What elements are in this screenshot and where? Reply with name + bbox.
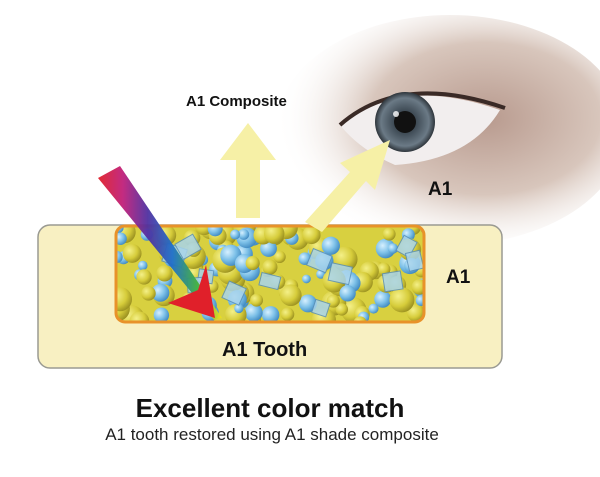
blue-filler-sphere (415, 295, 423, 306)
caption-title: Excellent color match (135, 393, 405, 423)
yellow-filler-sphere (245, 256, 260, 271)
blue-filler-sphere (117, 250, 123, 264)
tooth-shade-label: A1 (446, 267, 471, 288)
yellow-filler-sphere (129, 311, 150, 321)
tooth-label: A1 Tooth (222, 339, 308, 361)
blue-filler-sphere (321, 236, 340, 255)
incident-light-rainbow (98, 166, 222, 320)
composite-label: A1 Composite (186, 93, 287, 110)
glass-filler-crystal (174, 233, 202, 261)
glass-filler-crystal (327, 262, 353, 286)
yellow-filler-sphere (411, 279, 423, 295)
blue-filler-sphere (374, 290, 392, 308)
composite-border (114, 224, 426, 324)
glass-filler-crystal (381, 270, 404, 293)
glass-filler-crystal (305, 247, 333, 274)
yellow-filler-sphere (280, 307, 295, 321)
blue-filler-sphere (207, 227, 223, 237)
yellow-filler-sphere (279, 284, 302, 307)
blue-filler-sphere (238, 228, 250, 240)
yellow-filler-sphere (250, 293, 264, 307)
blue-filler-sphere (261, 306, 280, 321)
blue-filler-sphere (138, 260, 148, 271)
glass-filler-crystal (311, 298, 331, 318)
blue-filler-sphere (375, 238, 396, 259)
glass-filler-crystal (258, 271, 282, 291)
perceived-shade-label: A1 (428, 179, 453, 200)
blue-filler-sphere (234, 303, 244, 314)
blue-filler-sphere (387, 243, 399, 254)
reflected-light-arrow-to-eye (305, 140, 390, 232)
blue-filler-sphere (368, 303, 379, 314)
blue-filler-sphere (153, 307, 170, 321)
blue-filler-sphere (244, 303, 263, 321)
blue-filler-sphere (230, 229, 241, 240)
yellow-filler-sphere (389, 287, 415, 313)
blue-filler-sphere (151, 283, 170, 302)
yellow-filler-sphere (353, 316, 367, 321)
yellow-filler-sphere (156, 265, 173, 282)
blue-filler-sphere (299, 294, 317, 313)
yellow-filler-sphere (273, 250, 286, 264)
yellow-filler-sphere (136, 269, 152, 285)
yellow-filler-sphere (335, 303, 349, 316)
yellow-filler-sphere (262, 259, 278, 275)
glass-filler-crystal (404, 249, 423, 272)
yellow-filler-sphere (122, 243, 142, 263)
glass-filler-crystal (221, 280, 247, 306)
yellow-filler-sphere (263, 227, 285, 244)
yellow-filler-sphere (141, 286, 156, 301)
yellow-filler-sphere (406, 303, 423, 321)
caption-subtitle: A1 tooth restored using A1 shade composi… (105, 425, 439, 444)
blue-filler-sphere (339, 285, 356, 302)
yellow-filler-sphere (302, 227, 321, 245)
yellow-filler-sphere (117, 287, 133, 312)
reflected-light-arrow-up (220, 123, 276, 218)
yellow-filler-sphere (382, 227, 396, 241)
blue-filler-sphere (302, 274, 311, 284)
